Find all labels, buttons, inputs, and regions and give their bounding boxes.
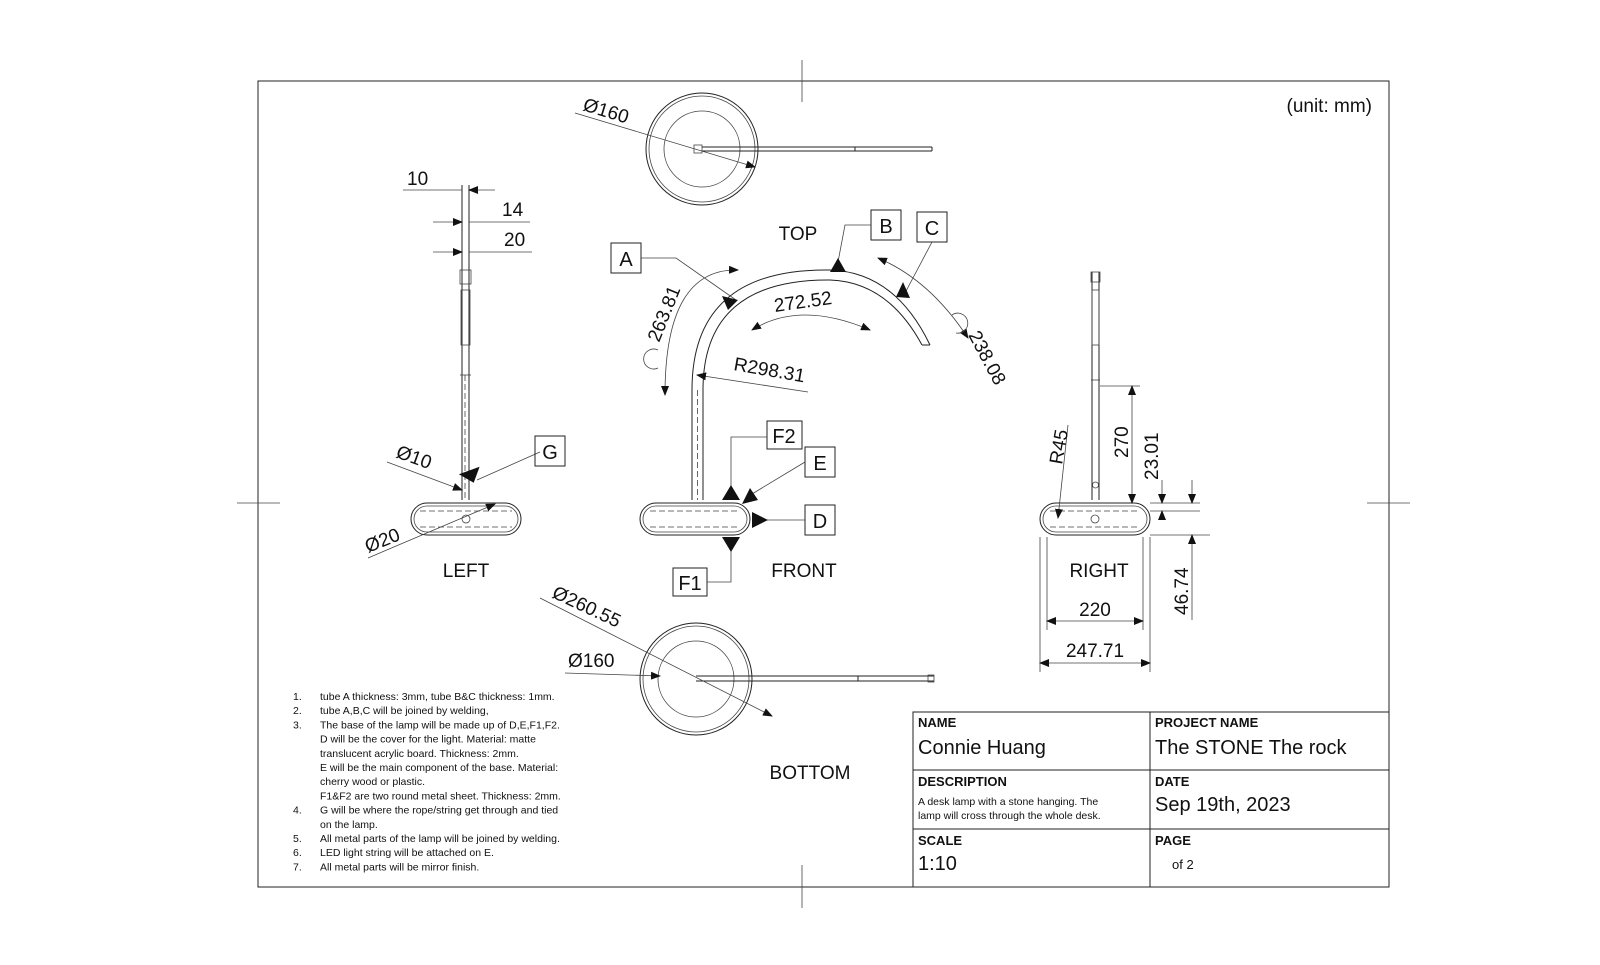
note-line: tube A thickness: 3mm, tube B&C thicknes… — [320, 691, 555, 703]
note-line: D will be the cover for the light. Mater… — [320, 734, 536, 746]
note-number: 1. — [293, 691, 302, 703]
title-block: NAME Connie Huang PROJECT NAME The STONE… — [912, 711, 1390, 888]
left-dim-14: 14 — [502, 200, 524, 221]
note-number: 3. — [293, 719, 302, 731]
right-view: R45 270 23.01 46.74 220 247.71 RIGHT — [1039, 271, 1210, 672]
tb-name-label: NAME — [918, 715, 957, 730]
tb-description-label: DESCRIPTION — [918, 774, 1007, 789]
callout-d: D — [813, 511, 827, 533]
tb-name-value: Connie Huang — [918, 737, 1046, 759]
callout-a: A — [619, 249, 633, 271]
bottom-dia-inner: Ø160 — [568, 651, 614, 672]
callout-b: B — [879, 216, 892, 238]
view-label-bottom: BOTTOM — [770, 763, 851, 784]
note-number: 4. — [293, 805, 302, 817]
tb-date-label: DATE — [1155, 774, 1190, 789]
note-number: 5. — [293, 833, 302, 845]
note-line: G will be where the rope/string get thro… — [320, 805, 558, 817]
tb-date-value: Sep 19th, 2023 — [1155, 794, 1291, 816]
tb-project-label: PROJECT NAME — [1155, 715, 1259, 730]
left-view: 10 14 20 Ø10 Ø20 G LEFT — [362, 169, 566, 582]
callout-g: G — [542, 442, 558, 464]
arc-dim-a: 263.81 — [644, 283, 685, 345]
center-marks — [237, 60, 1410, 908]
bottom-view: Ø260.55 Ø160 BOTTOM — [539, 582, 935, 784]
note-number: 2. — [293, 705, 302, 717]
sheet-border — [257, 80, 1390, 888]
right-4674: 46.74 — [1172, 567, 1193, 615]
view-label-right: RIGHT — [1069, 561, 1129, 582]
note-line: F1&F2 are two round metal sheet. Thickne… — [320, 790, 561, 802]
right-2301: 23.01 — [1142, 432, 1163, 480]
right-r45: R45 — [1046, 428, 1073, 466]
callout-f1: F1 — [678, 573, 701, 595]
top-diameter-label: Ø160 — [581, 95, 632, 129]
tb-description-line2: lamp will cross through the whole desk. — [918, 810, 1101, 822]
view-label-front: FRONT — [771, 561, 837, 582]
note-number: 7. — [293, 861, 302, 873]
note-line: tube A,B,C will be joined by welding, — [320, 705, 489, 717]
note-line: All metal parts of the lamp will be join… — [320, 833, 560, 845]
left-dim-10: 10 — [407, 169, 428, 190]
callout-c: C — [925, 218, 939, 240]
left-dia-10: Ø10 — [393, 442, 434, 474]
bottom-dia-outer: Ø260.55 — [549, 582, 624, 632]
tb-description-line1: A desk lamp with a stone hanging. The — [918, 796, 1098, 808]
right-24771: 247.71 — [1066, 641, 1124, 662]
callout-e: E — [813, 453, 826, 475]
note-line: translucent acrylic board. Thickness: 2m… — [320, 748, 519, 760]
right-270: 270 — [1112, 426, 1133, 458]
arc-dim-c: 238.08 — [964, 327, 1010, 388]
tb-page-value: of 2 — [1172, 857, 1194, 872]
tb-project-value: The STONE The rock — [1155, 737, 1348, 759]
top-view: Ø160 — [574, 92, 933, 206]
note-line: E will be the main component of the base… — [320, 762, 558, 774]
tb-page-label: PAGE — [1155, 833, 1191, 848]
view-label-top: TOP — [779, 224, 818, 245]
note-number: 6. — [293, 847, 302, 859]
left-dim-20: 20 — [504, 230, 525, 251]
note-line: on the lamp. — [320, 819, 378, 831]
tb-scale-label: SCALE — [918, 833, 962, 848]
note-line: All metal parts will be mirror finish. — [320, 861, 479, 873]
notes-list: 1. tube A thickness: 3mm, tube B&C thickn… — [293, 691, 561, 873]
note-line: The base of the lamp will be made up of … — [320, 719, 560, 731]
unit-note: (unit: mm) — [1287, 96, 1373, 117]
arc-dim-b: 272.52 — [773, 288, 833, 317]
callout-f2: F2 — [772, 426, 795, 448]
front-view: 263.81 272.52 238.08 R298.31 A B C F2 E … — [610, 209, 1010, 597]
view-label-left: LEFT — [443, 561, 490, 582]
note-line: LED light string will be attached on E. — [320, 847, 494, 859]
right-220: 220 — [1079, 600, 1111, 621]
note-line: cherry wood or plastic. — [320, 776, 425, 788]
left-dia-20: Ø20 — [362, 525, 403, 558]
tb-scale-value: 1:10 — [918, 853, 957, 875]
